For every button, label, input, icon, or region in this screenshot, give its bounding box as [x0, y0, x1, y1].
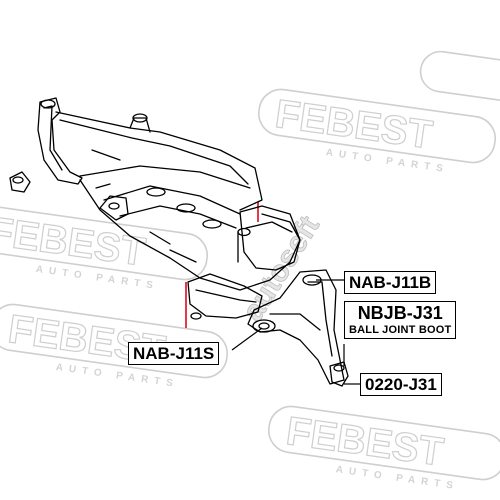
- watermark-logo-bottom-right: FEBEST AUTO PARTS: [268, 405, 500, 492]
- watermark-logo-mid-left: FEBEST AUTO PARTS: [0, 205, 208, 292]
- callout-nab-j11s: NAB-J11S: [128, 342, 220, 365]
- callout-nbjb-j31: NBJB-J31 BALL JOINT BOOT: [344, 301, 457, 339]
- watermark-brand-4: FEBEST: [284, 409, 446, 475]
- watermark-brand-2: FEBEST: [0, 209, 148, 275]
- part-description: BALL JOINT BOOT: [349, 324, 452, 336]
- watermark-logo-top-edge: [419, 50, 500, 110]
- part-number: 0220-J31: [365, 375, 437, 394]
- callout-0220-j31: 0220-J31: [360, 373, 442, 396]
- subframe-drawing: [9, 97, 301, 320]
- callout-nab-j11b: NAB-J11B: [344, 271, 437, 294]
- rear-bushing: [252, 319, 276, 333]
- part-number: NAB-J11S: [133, 344, 215, 363]
- watermark-brand-1: FEBEST: [273, 92, 435, 158]
- leader-nab-j11s: [231, 327, 263, 351]
- accent-marks: [185, 202, 259, 328]
- control-arm-drawing: [247, 269, 349, 387]
- watermark-logo-top-right: FEBEST AUTO PARTS: [258, 88, 496, 175]
- site-watermark: autoseft: [236, 210, 326, 326]
- part-number: NBJB-J31: [357, 303, 443, 323]
- leader-lines: [231, 279, 360, 385]
- part-number: NAB-J11B: [349, 273, 432, 292]
